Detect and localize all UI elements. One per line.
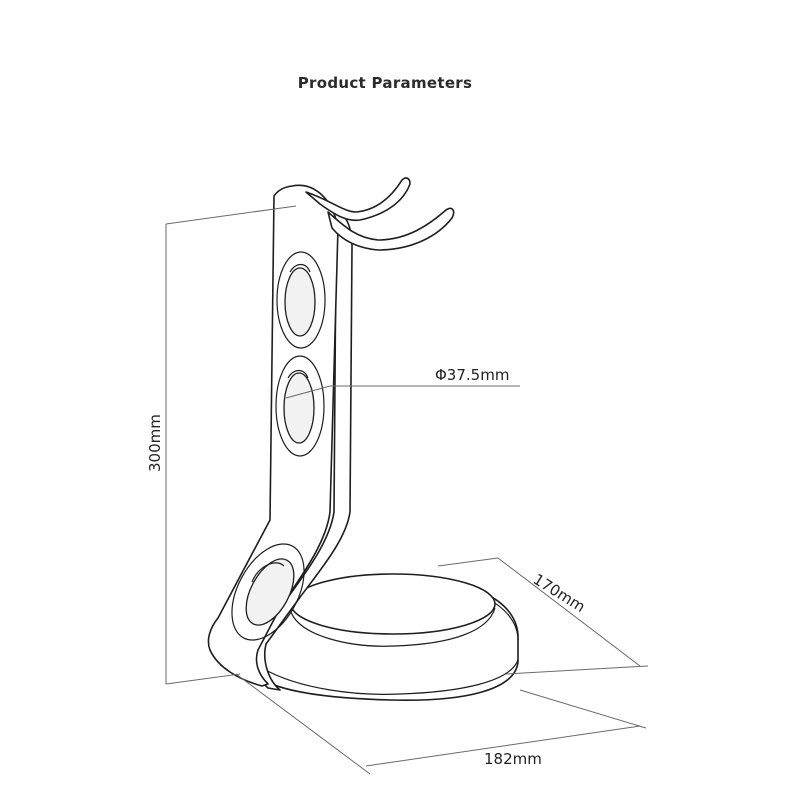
diameter-label: Φ37.5mm [435, 366, 509, 384]
dimension-diameter: Φ37.5mm [285, 366, 520, 399]
hole-middle [275, 355, 325, 457]
stand-arm [207, 184, 353, 691]
depth-label: 170mm [530, 570, 589, 616]
height-label: 300mm [146, 414, 164, 472]
top-hooks [305, 177, 455, 251]
width-label: 182mm [484, 750, 542, 768]
hole-top [276, 251, 326, 349]
base-ring [231, 573, 519, 702]
dimension-height: 300mm [146, 205, 297, 685]
dimension-width: 182mm [235, 673, 647, 775]
hole-bottom [231, 543, 305, 641]
page-title: Product Parameters [297, 74, 473, 92]
